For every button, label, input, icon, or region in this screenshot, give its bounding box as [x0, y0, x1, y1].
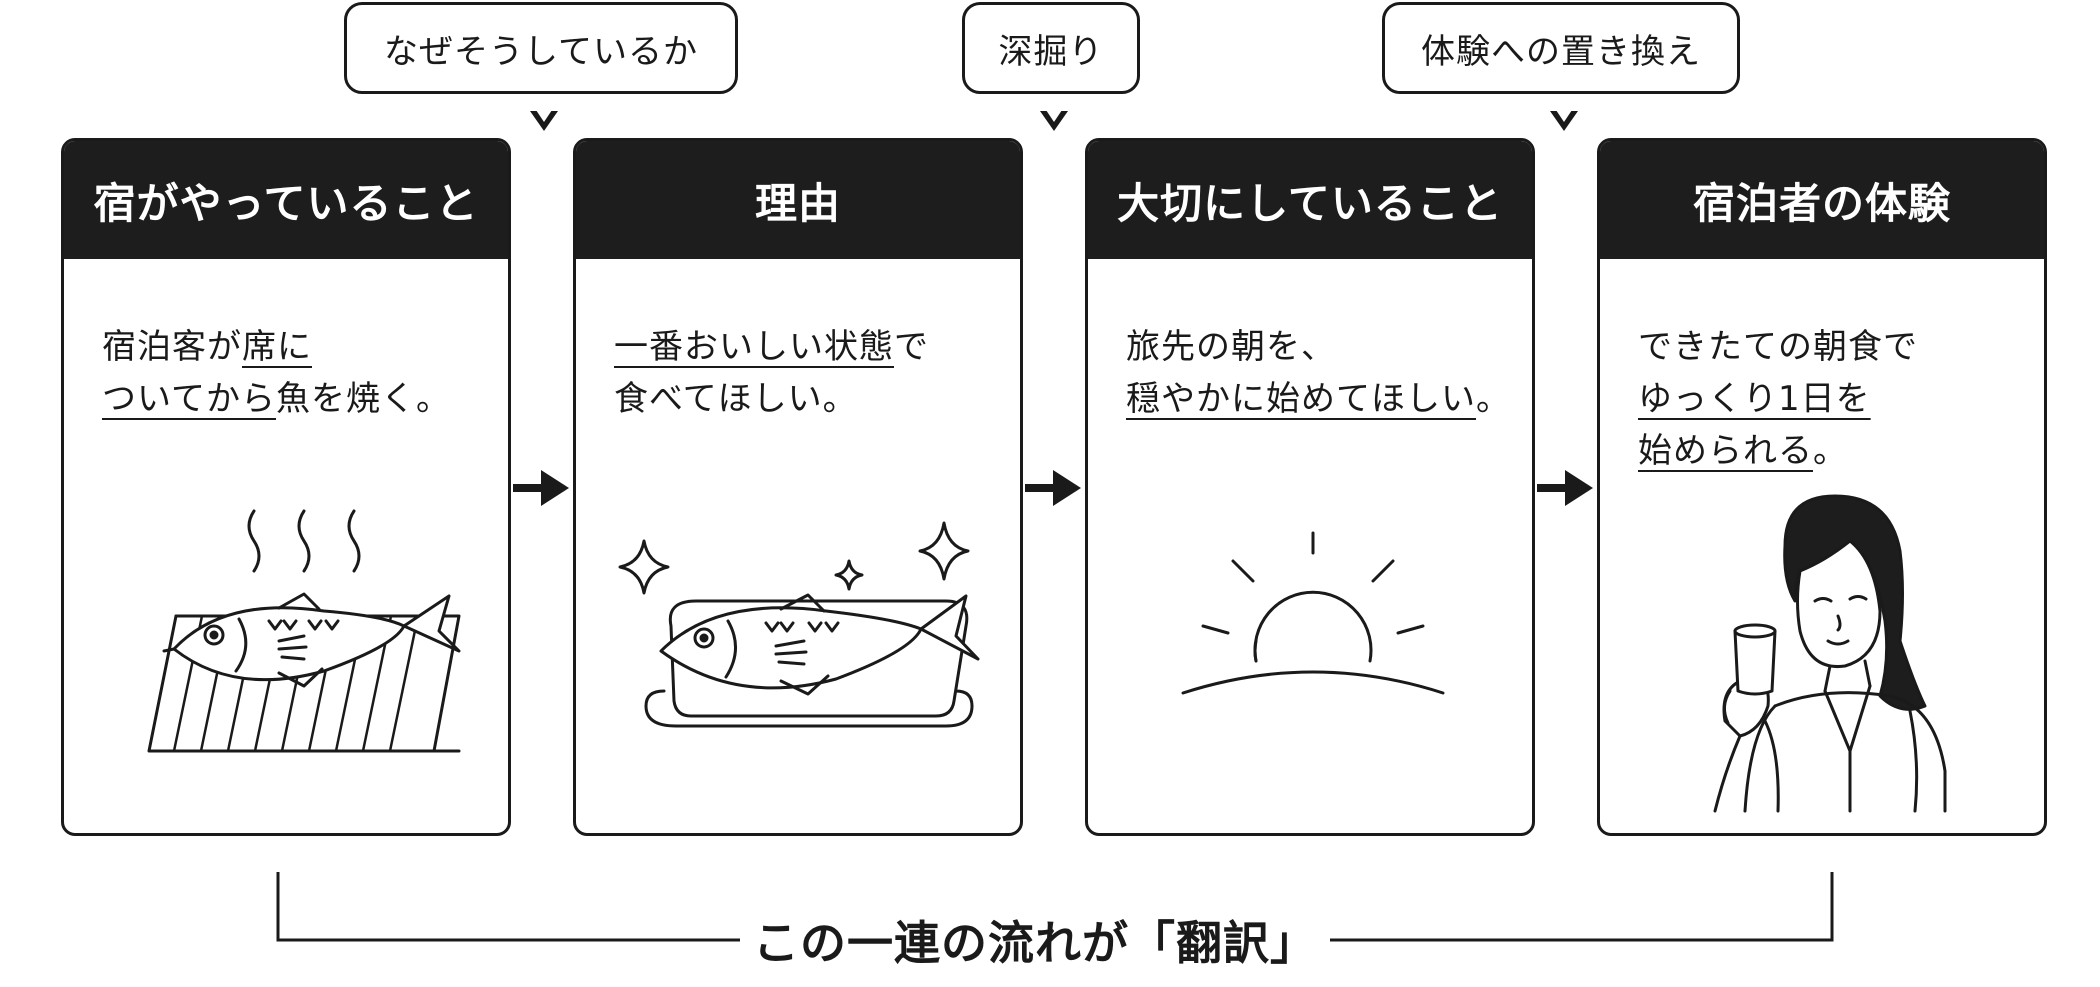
card-text-line: 穏やかに始めてほしい。 — [1126, 379, 1511, 419]
card-body-text: 一番おいしい状態で 食べてほしい。 — [614, 321, 1000, 425]
bubble-why-label: なぜそうしているか — [384, 31, 698, 72]
sunrise-icon — [1181, 531, 1445, 695]
arrow-right-icon — [1537, 470, 1593, 506]
card-what-inn-does: 宿がやっていること 宿泊客が席に ついてから魚を焼く。 — [61, 138, 511, 836]
card-text-line: 一番おいしい状態で — [614, 327, 929, 367]
woman-drinking-tea-icon — [1713, 494, 1947, 813]
card-reason: 理由 一番おいしい状態で 食べてほしい。 — [573, 138, 1023, 836]
bubble-why: なぜそうしているか — [344, 2, 738, 131]
card-body-text: 旅先の朝を、 穏やかに始めてほしい。 — [1126, 321, 1512, 425]
card-text-line: できたての朝食で — [1638, 327, 1918, 367]
card-body-text: できたての朝食で ゆっくり1日を 始められる。 — [1638, 321, 2024, 477]
grilled-fish-icon — [147, 509, 461, 753]
card-text-line: 食べてほしい。 — [614, 379, 858, 419]
bubble-experience-label: 体験への置き換え — [1421, 31, 1701, 72]
card-text-line: 旅先の朝を、 — [1126, 327, 1336, 367]
sparkling-fish-icon — [618, 521, 980, 728]
card-text-line: ゆっくり1日を — [1638, 379, 1871, 419]
summary-label: この一連の流れが「翻訳」 — [740, 905, 1330, 975]
arrow-right-icon — [1025, 470, 1081, 506]
card-title: 宿がやっていること — [64, 141, 508, 259]
card-what-matters: 大切にしていること 旅先の朝を、 穏やかに始めてほしい。 — [1085, 138, 1535, 836]
arrow-right-icon — [513, 470, 569, 506]
card-title: 大切にしていること — [1088, 141, 1532, 259]
bubble-dig-deeper-label: 深掘り — [998, 31, 1104, 72]
card-guest-experience: 宿泊者の体験 できたての朝食で ゆっくり1日を 始められる。 — [1597, 138, 2047, 836]
card-text-line: ついてから魚を焼く。 — [102, 379, 451, 419]
card-body-text: 宿泊客が席に ついてから魚を焼く。 — [102, 321, 488, 425]
card-title: 宿泊者の体験 — [1600, 141, 2044, 259]
card-title: 理由 — [576, 141, 1020, 259]
bubble-dig-deeper: 深掘り — [962, 2, 1140, 131]
bubble-experience: 体験への置き換え — [1382, 2, 1740, 131]
card-text-line: 始められる。 — [1638, 431, 1848, 471]
card-text-line: 宿泊客が席に — [102, 327, 312, 367]
